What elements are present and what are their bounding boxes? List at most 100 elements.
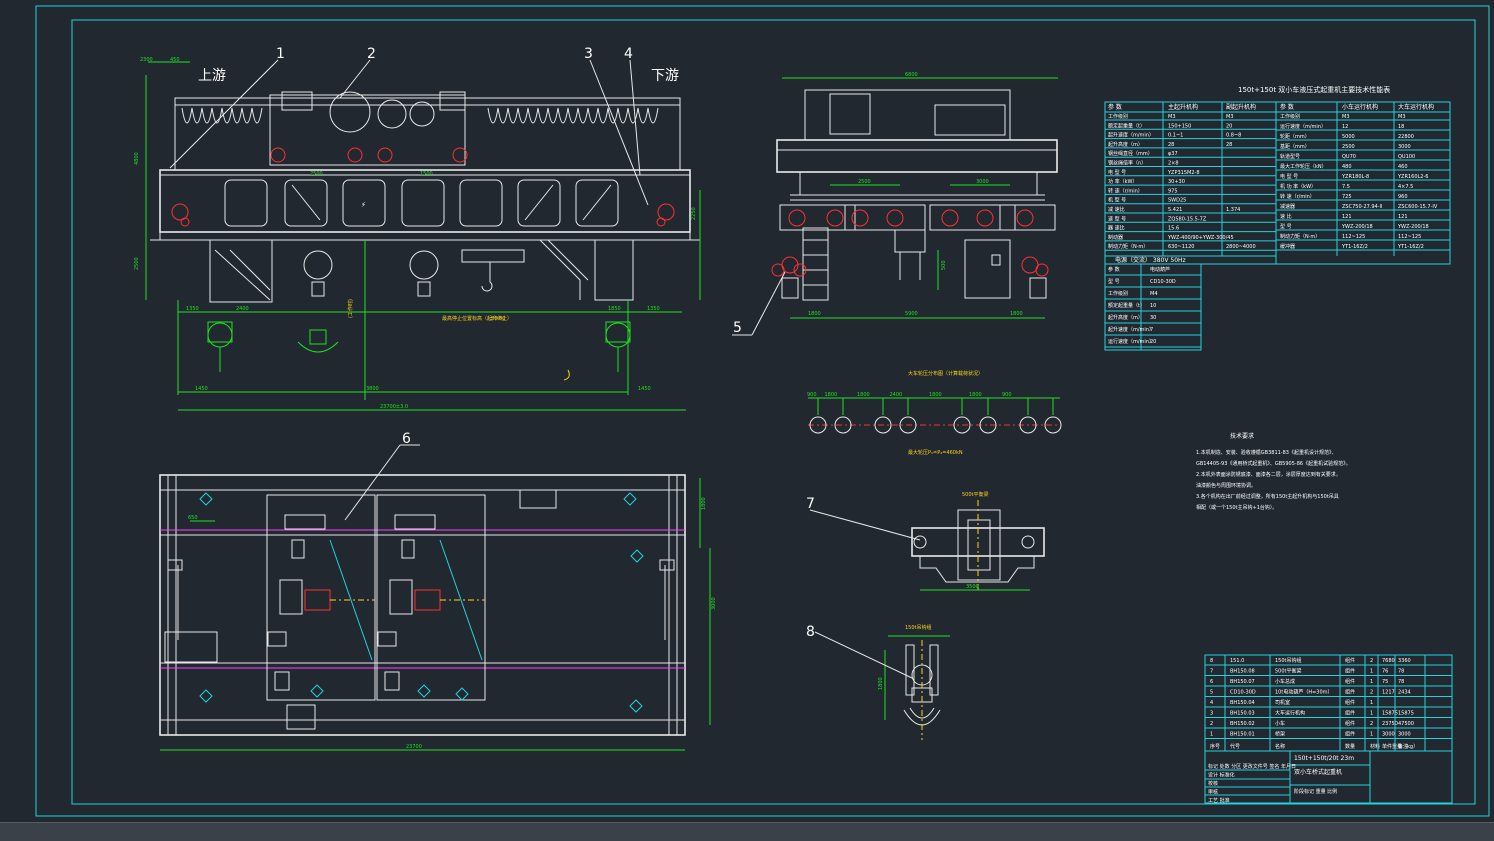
sub-table-cell: 30 xyxy=(1150,315,1156,321)
spec-right-cell: 960 xyxy=(1398,194,1408,200)
cad-drawing-canvas[interactable]: 2300 450 上游 下游 4800 2500 xyxy=(0,0,1494,822)
front-elevation-view[interactable]: 2300 450 上游 下游 4800 2500 xyxy=(134,46,701,411)
callout-4[interactable]: 4 xyxy=(624,46,633,62)
callout-6[interactable]: 6 xyxy=(402,431,411,447)
sub-table-cell: 额定起重量（t） xyxy=(1108,302,1145,309)
svg-text:⚡: ⚡ xyxy=(361,201,366,209)
detail-8-hook-group[interactable]: 150t吊钩组 1800 8 xyxy=(806,624,950,740)
spec-right-cell: YZR180L-8 xyxy=(1341,174,1369,180)
wheel-dim: 1800 xyxy=(857,392,870,398)
spec-left-cell: 工作级别 xyxy=(1108,113,1128,120)
parts-cell: 75 xyxy=(1382,679,1388,685)
parts-cell: 桥架 xyxy=(1275,731,1285,738)
sub-table-cell: 20 xyxy=(1150,339,1156,345)
spec-left-header: 参 数 xyxy=(1108,103,1122,111)
plan-view[interactable]: 650 1800 3000 23700 6 xyxy=(159,431,717,751)
wheel-dim: 1800 xyxy=(825,392,838,398)
spec-left-cell: 器 速比 xyxy=(1108,225,1125,232)
wheel-dim: 1800 xyxy=(969,392,982,398)
inner-frame xyxy=(71,19,1476,805)
spec-right-cell: 工作级别 xyxy=(1280,113,1300,120)
spec-right-header: 参 数 xyxy=(1280,103,1294,111)
tech-note-line: 相配（或一个150t主吊钩+1台钩）。 xyxy=(1196,504,1277,511)
svg-text:2500: 2500 xyxy=(134,257,140,270)
spec-right-cell: 18 xyxy=(1398,124,1404,130)
parts-cell: 组件 xyxy=(1345,720,1355,727)
svg-text:±0.00: ±0.00 xyxy=(490,316,505,322)
svg-text:最高停止位置标高（起升终止）: 最高停止位置标高（起升终止） xyxy=(442,315,512,322)
spec-right-cell: 减速器 xyxy=(1280,203,1295,210)
spec-right-cell: 电 型 号 xyxy=(1280,173,1298,180)
sub-table-cell: 电动葫芦 xyxy=(1150,266,1170,273)
callout-7[interactable]: 7 xyxy=(806,496,815,512)
sign-row: 标记 处数 分区 更改文件号 签名 年月日 xyxy=(1208,763,1296,770)
drawing-sheet[interactable]: 2300 450 上游 下游 4800 2500 xyxy=(0,0,1494,822)
callout-8[interactable]: 8 xyxy=(806,624,815,640)
parts-cell: 76 xyxy=(1382,669,1388,675)
parts-footer-header: 序号 xyxy=(1210,743,1220,750)
parts-cell: 15875 xyxy=(1398,711,1414,717)
callout-5[interactable]: 5 xyxy=(733,320,742,336)
spec-right-cell: 5000 xyxy=(1342,134,1355,140)
parts-cell: 6 xyxy=(1210,679,1213,685)
spec-right-header: 小车运行机构 xyxy=(1342,103,1378,111)
svg-text:2250: 2250 xyxy=(691,207,697,220)
spec-headers: 参 数主起升机构副起升机构参 数小车运行机构大车运行机构 xyxy=(1105,103,1450,113)
spec-right-cell: 725 xyxy=(1342,194,1352,200)
spec-right-cell: QU100 xyxy=(1398,154,1415,160)
status-bar xyxy=(0,822,1494,841)
spec-left-cell: M3 xyxy=(1226,114,1234,120)
tech-notes-lines: 1.本机制造、安装、验收遵循GB3811-83《起重机设计规范》、 GB1440… xyxy=(1196,449,1351,511)
callout-3[interactable]: 3 xyxy=(584,46,593,62)
parts-cell: 2 xyxy=(1370,690,1373,696)
side-dim-mid: 5900 xyxy=(905,311,918,317)
spec-left-cell: M3 xyxy=(1168,114,1176,120)
dim-span-c: 1450 xyxy=(638,386,651,392)
spec-left-cell: YWZ-400/90+YWZ-300/45 xyxy=(1167,235,1234,241)
tech-note-line: 3.各个机构在出厂前经过调整，所有150t主起升机构与150t吊具 xyxy=(1196,493,1339,500)
spec-right-cell: 3000 xyxy=(1398,144,1411,150)
spec-left-cell: ZQ580-15.5-7Z xyxy=(1168,216,1207,222)
spec-right-cell: 制动力矩（N·m） xyxy=(1280,233,1320,240)
parts-cell: 7 xyxy=(1210,669,1213,675)
spec-right-cell: 480 xyxy=(1342,164,1352,170)
parts-cell: 组件 xyxy=(1345,699,1355,706)
parts-cell: 10t电动葫芦（H=30m） xyxy=(1275,689,1333,696)
spec-right-cell: 121 xyxy=(1342,214,1352,220)
side-elevation-view[interactable]: 6800 2500 3000 xyxy=(732,72,1058,336)
spec-left-cell: 28 xyxy=(1168,142,1174,148)
parts-cell: 组件 xyxy=(1345,668,1355,675)
spec-right-cell: 轮距（mm） xyxy=(1280,133,1310,140)
dim-bottom-b: 2400 xyxy=(236,306,249,312)
spec-left-cell: YZP315M2-8 xyxy=(1167,170,1200,176)
svg-text:2500: 2500 xyxy=(858,179,871,185)
sub-table-cell: 7 xyxy=(1150,327,1153,333)
parts-cell: 1 xyxy=(1370,700,1373,706)
parts-cell: 组件 xyxy=(1345,678,1355,685)
spec-right-cell: M3 xyxy=(1398,114,1406,120)
spec-right-cell: 机 功 率（kW） xyxy=(1280,183,1316,190)
parts-cell: 1 xyxy=(1210,732,1213,738)
parts-cell: 2 xyxy=(1370,721,1373,727)
callout-1[interactable]: 1 xyxy=(276,46,285,62)
upstream-label: 上游 xyxy=(198,68,226,84)
dim-span-b: 3800 xyxy=(366,386,379,392)
parts-cell: 3000 xyxy=(1382,732,1395,738)
spec-right-cell: 460 xyxy=(1398,164,1408,170)
svg-text:4800: 4800 xyxy=(134,152,140,165)
detail-7-balance-beam[interactable]: 500t平衡梁 3500 7 xyxy=(806,491,1045,591)
tech-notes[interactable]: 技术要求 1.本机制造、安装、验收遵循GB3811-83《起重机设计规范》、 G… xyxy=(1196,432,1351,511)
svg-text:2300: 2300 xyxy=(140,57,153,63)
svg-text:3000: 3000 xyxy=(711,597,717,610)
spec-left-cell: 5.421 xyxy=(1168,207,1182,213)
parts-cell: BH150.08 xyxy=(1230,669,1255,675)
parts-cell: 47500 xyxy=(1398,721,1414,727)
spec-right-cell: 4×7.5 xyxy=(1398,184,1413,190)
callout-2[interactable]: 2 xyxy=(367,46,376,62)
